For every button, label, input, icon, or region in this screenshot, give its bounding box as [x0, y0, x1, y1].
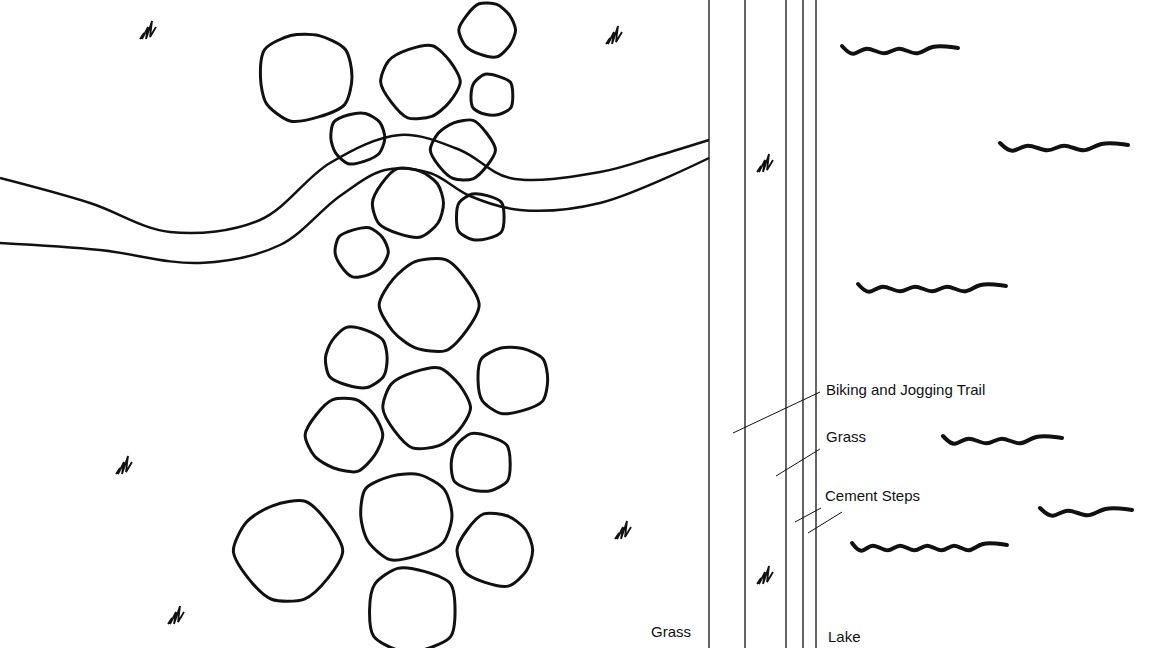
stream-bank — [0, 135, 709, 233]
rock — [451, 433, 510, 491]
grass-label: Grass — [825, 428, 867, 446]
trail-label: Biking and Jogging Trail — [825, 381, 986, 399]
grass-tuft — [168, 606, 184, 624]
rock — [372, 168, 443, 237]
rock — [260, 34, 352, 121]
leader-line — [795, 508, 821, 522]
rock — [379, 259, 479, 352]
grass-tuft — [615, 521, 631, 539]
leader-line — [776, 449, 820, 476]
grass-tufts — [116, 21, 773, 624]
strip-edge — [815, 0, 816, 648]
lake-waves — [842, 46, 1132, 551]
lake-label: Lake — [827, 628, 862, 646]
wave — [1000, 143, 1128, 151]
rock — [383, 368, 471, 449]
rock — [331, 113, 385, 164]
wave — [842, 46, 958, 54]
rock — [478, 347, 548, 414]
grass-tuft — [140, 21, 156, 39]
grass-tuft — [757, 154, 773, 172]
stream-bank — [0, 158, 709, 263]
wave — [858, 284, 1006, 292]
grass-label: Grass — [650, 623, 692, 641]
strip-edge — [785, 0, 786, 648]
rock — [381, 45, 461, 118]
rock — [305, 398, 383, 472]
rock — [471, 74, 513, 115]
rocks — [233, 3, 547, 648]
rock — [325, 327, 387, 388]
grass-tuft — [606, 26, 622, 44]
leader-lines — [733, 392, 842, 533]
rock — [459, 3, 516, 57]
rock — [335, 227, 388, 277]
stream — [0, 135, 709, 263]
wave — [943, 436, 1062, 444]
rock — [457, 513, 533, 586]
rock — [233, 501, 342, 602]
grass-tuft — [116, 456, 132, 474]
rock — [370, 568, 455, 648]
wave — [852, 543, 1007, 551]
grass-tuft — [757, 566, 773, 584]
strip-edge — [744, 0, 745, 648]
leader-line — [808, 512, 842, 533]
rock — [361, 474, 452, 560]
leader-line — [733, 392, 820, 433]
steps-label: Cement Steps — [824, 487, 921, 505]
wave — [1040, 508, 1132, 516]
strip-edge — [802, 0, 803, 648]
trail-lines — [709, 0, 816, 648]
strip-edge — [708, 0, 709, 648]
